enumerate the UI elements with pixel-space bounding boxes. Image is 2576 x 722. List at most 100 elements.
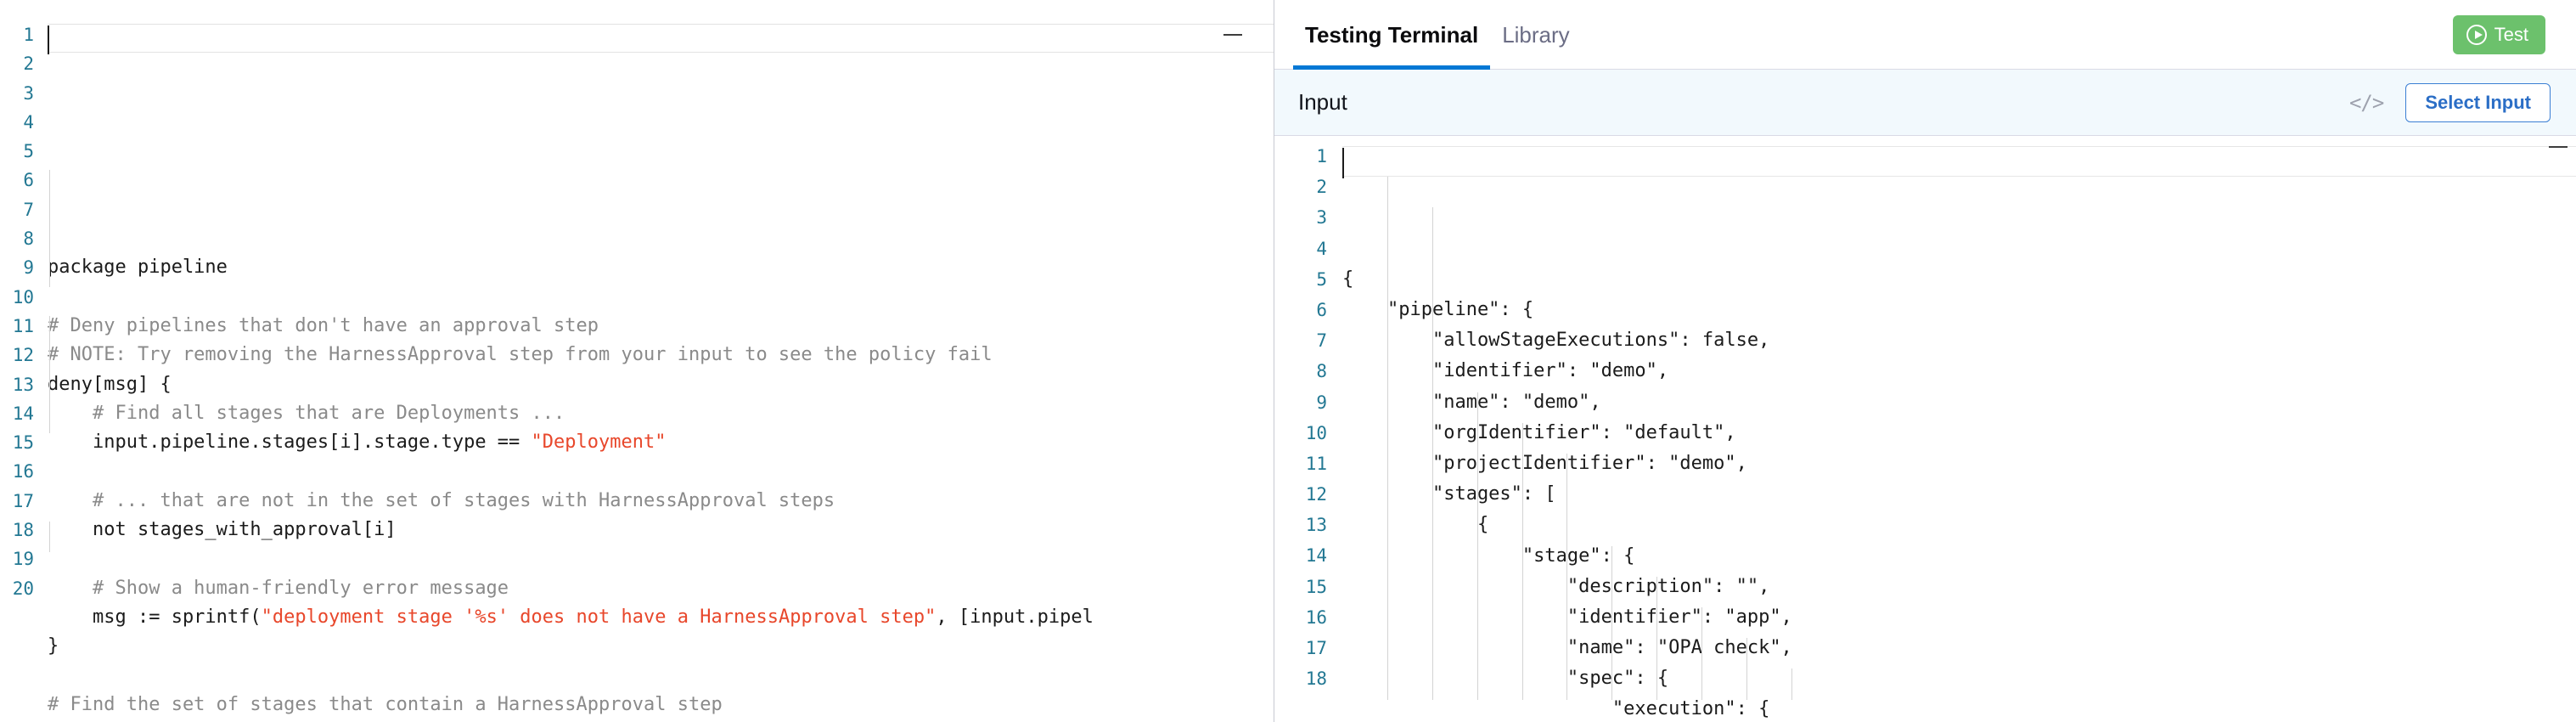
code-token-plain: , [input.pipel [936,606,1093,628]
line-number: 5 [1274,264,1327,295]
code-line: package pipeline [48,253,1274,282]
line-number: 9 [1274,387,1327,418]
indent-guide [1656,577,1657,700]
tab-library[interactable]: Library [1490,0,1581,70]
json-code-content[interactable]: { "pipeline": { "allowStageExecutions": … [1342,141,2576,722]
code-line: # Show a human-friendly error message [48,574,1274,603]
indent-guide [1477,392,1478,700]
json-line: "execution": { [1342,694,2576,722]
text-cursor [1342,148,1344,178]
line-number: 12 [1274,479,1327,510]
line-number: 16 [1274,602,1327,633]
input-json-area[interactable]: 123456789101112131415161718 { "pipeline"… [1274,136,2576,722]
json-line: { [1342,510,2576,540]
code-token-comment: # Show a human-friendly error message [48,578,509,599]
rego-line-number-gutter: 1234567891011121314151617181920 [0,20,48,722]
active-line-highlight [48,24,1274,53]
input-toolbar: Input </> Select Input [1274,70,2576,136]
json-line: "allowStageExecutions": false, [1342,325,2576,356]
json-line: "orgIdentifier": "default", [1342,418,2576,448]
play-circle-icon [2466,25,2487,45]
code-line: # NOTE: Try removing the HarnessApproval… [48,341,1274,369]
indent-guide [1611,546,1612,700]
test-button[interactable]: Test [2453,15,2545,54]
line-number: 1 [1274,141,1327,172]
line-number: 8 [1274,356,1327,386]
line-number: 15 [1274,572,1327,602]
indent-guide [49,316,50,433]
text-cursor [48,25,49,54]
input-title: Input [1298,89,1347,116]
editor-top-strip [0,0,1274,17]
tab-testing-terminal[interactable]: Testing Terminal [1293,0,1490,70]
select-input-button[interactable]: Select Input [2405,83,2551,122]
indent-guide [1791,668,1792,699]
line-number: 2 [0,49,34,78]
indent-guide [1432,207,1433,699]
code-token-plain: package pipeline [48,257,228,278]
indent-guide [1746,638,1747,699]
code-line: msg := sprintf("deployment stage '%s' do… [48,603,1274,632]
line-number: 12 [0,341,34,369]
line-number: 7 [0,195,34,224]
rego-code-area[interactable]: 1234567891011121314151617181920 package … [0,17,1274,722]
line-number: 19 [0,544,34,573]
json-line: "spec": { [1342,663,2576,694]
indent-guide [49,170,50,287]
code-line: # Find the set of stages that contain a … [48,691,1274,719]
json-line: "pipeline": { [1342,295,2576,325]
code-token-string: "Deployment" [532,432,666,453]
line-number: 14 [1274,540,1327,571]
code-line [48,457,1274,486]
indent-guide [1701,607,1702,700]
line-number: 6 [0,166,34,195]
indent-guide [1387,177,1388,699]
line-number: 4 [1274,234,1327,264]
line-number: 1 [0,20,34,49]
code-token-plain: not stages_with_approval[i] [48,519,397,540]
code-line: } [48,632,1274,661]
line-number: 7 [1274,325,1327,356]
code-token-comment: # Deny pipelines that don't have an appr… [48,315,599,336]
line-number: 13 [1274,510,1327,540]
code-line: # Deny pipelines that don't have an appr… [48,312,1274,341]
indent-guide [49,522,50,552]
line-number: 8 [0,224,34,253]
json-line: "identifier": "demo", [1342,356,2576,386]
minimize-icon[interactable] [2549,146,2568,148]
json-line: "description": "", [1342,572,2576,602]
line-number: 10 [0,283,34,312]
code-token-plain: } [48,635,59,657]
line-number: 17 [0,487,34,516]
code-token-comment: # ... that are not in the set of stages … [48,490,835,511]
rego-editor-pane: 1234567891011121314151617181920 package … [0,0,1274,722]
indent-guide [1566,454,1567,700]
line-number: 6 [1274,295,1327,325]
code-brackets-icon[interactable]: </> [2349,91,2383,115]
code-line: input.pipeline.stages[i].stage.type == "… [48,428,1274,457]
rego-code-content[interactable]: package pipeline # Deny pipelines that d… [48,20,1274,722]
line-number: 15 [0,428,34,457]
line-number: 3 [1274,202,1327,233]
line-number: 18 [0,516,34,544]
line-number: 4 [0,108,34,137]
terminal-tabs-row: Testing Terminal Library Test [1274,0,2576,70]
json-line: "name": "OPA check", [1342,633,2576,663]
minimize-icon[interactable] [1223,34,1242,36]
code-line: # ... that are not in the set of stages … [48,487,1274,516]
line-number: 16 [0,457,34,486]
code-line: # Find all stages that are Deployments .… [48,399,1274,428]
line-number: 2 [1274,172,1327,202]
line-number: 17 [1274,633,1327,663]
line-number: 9 [0,253,34,282]
json-line: "projectIdentifier": "demo", [1342,448,2576,479]
line-number: 11 [0,312,34,341]
code-token-string: "deployment stage '%s' does not have a H… [262,606,936,628]
code-line [48,544,1274,573]
testing-terminal-pane: Testing Terminal Library Test Input </> … [1274,0,2576,722]
line-number: 10 [1274,418,1327,448]
code-line [48,662,1274,691]
indent-guide [1522,423,1523,700]
line-number: 14 [0,399,34,428]
